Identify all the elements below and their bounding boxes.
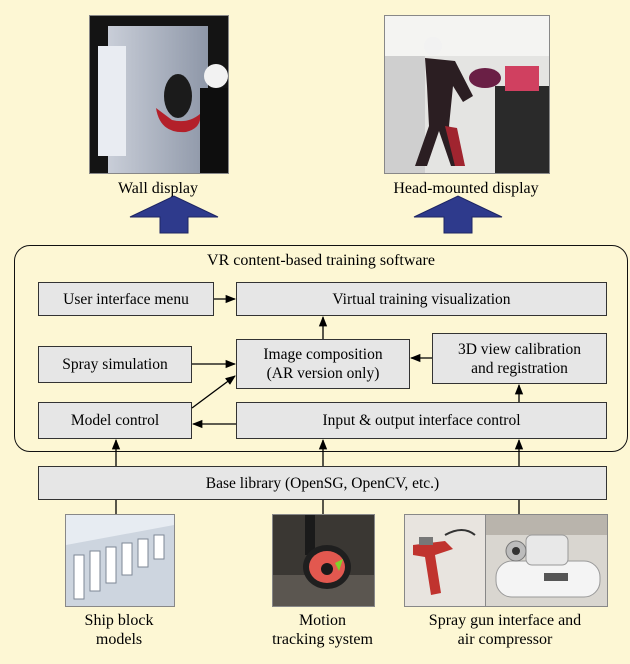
up-arrow-hmd <box>413 195 503 234</box>
model-control-box: Model control <box>38 402 192 439</box>
head-mounted-display-photo <box>384 15 550 174</box>
air-compressor-photo <box>485 514 608 607</box>
base-library-box: Base library (OpenSG, OpenCV, etc.) <box>38 466 607 500</box>
spray-gun-caption-line1: Spray gun interface and <box>428 612 582 629</box>
ship-block-caption-line2: models <box>95 631 143 648</box>
spray-gun-photo <box>404 514 486 607</box>
io-interface-control-box: Input & output interface control <box>236 402 607 439</box>
image-composition-box: Image composition (AR version only) <box>236 339 410 389</box>
spray-gun-caption: Spray gun interface and air compressor <box>404 611 606 649</box>
image-composition-label-line2: (AR version only) <box>266 365 380 382</box>
view-calibration-label-line2: and registration <box>471 359 568 377</box>
image-composition-label-line1: Image composition <box>263 346 383 363</box>
wall-display-photo <box>89 15 229 174</box>
motion-tracking-caption: Motion tracking system <box>247 611 398 649</box>
motion-tracking-caption-line1: Motion <box>298 612 347 629</box>
wall-display-caption: Wall display <box>117 180 199 197</box>
spray-simulation-box: Spray simulation <box>38 346 192 383</box>
view-calibration-label-line1: 3D view calibration <box>457 340 582 358</box>
motion-tracking-caption-line2: tracking system <box>272 631 373 648</box>
spray-gun-caption-line2: air compressor <box>457 631 553 648</box>
software-title: VR content-based training software <box>207 252 435 269</box>
user-interface-menu-box: User interface menu <box>38 282 214 316</box>
virtual-training-visualization-box: Virtual training visualization <box>236 282 607 316</box>
motion-tracking-photo <box>272 514 375 607</box>
ship-block-caption-line1: Ship block <box>84 612 154 629</box>
up-arrow-wall-display <box>129 195 219 234</box>
ship-block-models-caption: Ship block models <box>45 611 193 649</box>
view-calibration-box: 3D view calibration and registration <box>432 333 607 384</box>
software-frame <box>14 245 628 452</box>
ship-block-models-photo <box>65 514 175 607</box>
head-mounted-display-caption: Head-mounted display <box>393 180 539 197</box>
